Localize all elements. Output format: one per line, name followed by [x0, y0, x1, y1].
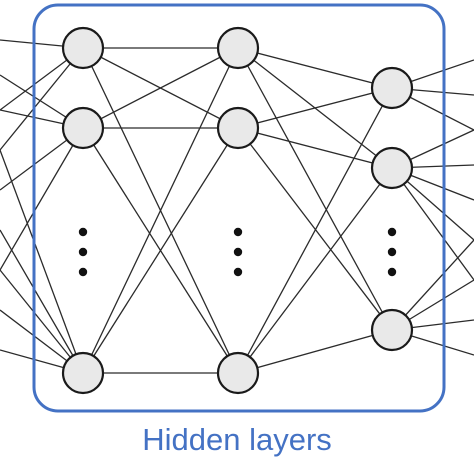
ellipsis-dot: [387, 227, 397, 237]
ellipsis-dot: [233, 267, 243, 277]
neurons: [61, 26, 414, 395]
hidden-layer-2-node: [216, 106, 260, 150]
hidden-edge: [237, 127, 393, 169]
ellipsis-dot: [233, 227, 243, 237]
output-edge: [391, 167, 474, 281]
hidden-layer-2-node: [216, 26, 260, 70]
input-edge: [0, 149, 84, 374]
hidden-layer-1-node: [61, 351, 105, 395]
hidden-edge: [82, 47, 239, 129]
hidden-layers-frame: [32, 3, 446, 413]
input-edge: [0, 127, 84, 271]
hidden-edge: [237, 87, 393, 129]
input-edge: [0, 47, 84, 151]
input-edge: [0, 269, 84, 374]
ellipsis-dot: [78, 267, 88, 277]
hidden-edge: [82, 127, 239, 374]
hidden-edge: [237, 329, 393, 374]
ellipsis-dots: [78, 227, 397, 277]
hidden-layer-1-node: [61, 26, 105, 70]
hidden-layers-label: Hidden layers: [142, 422, 332, 457]
hidden-edge: [237, 127, 393, 331]
input-edge: [0, 229, 84, 374]
ellipsis-dot: [78, 247, 88, 257]
connection-lines: [0, 39, 474, 374]
output-layer-node: [370, 66, 414, 110]
hidden-edge: [237, 167, 393, 374]
ellipsis-dot: [387, 267, 397, 277]
hidden-edge: [82, 47, 239, 374]
ellipsis-dot: [78, 227, 88, 237]
hidden-layer-2-node: [216, 351, 260, 395]
output-layer-node: [370, 146, 414, 190]
ellipsis-dot: [387, 247, 397, 257]
hidden-layer-1-node: [61, 106, 105, 150]
output-layer-node: [370, 308, 414, 352]
hidden-edge: [237, 47, 393, 89]
hidden-edge: [237, 47, 393, 331]
ellipsis-dot: [233, 247, 243, 257]
hidden-edge: [237, 87, 393, 374]
